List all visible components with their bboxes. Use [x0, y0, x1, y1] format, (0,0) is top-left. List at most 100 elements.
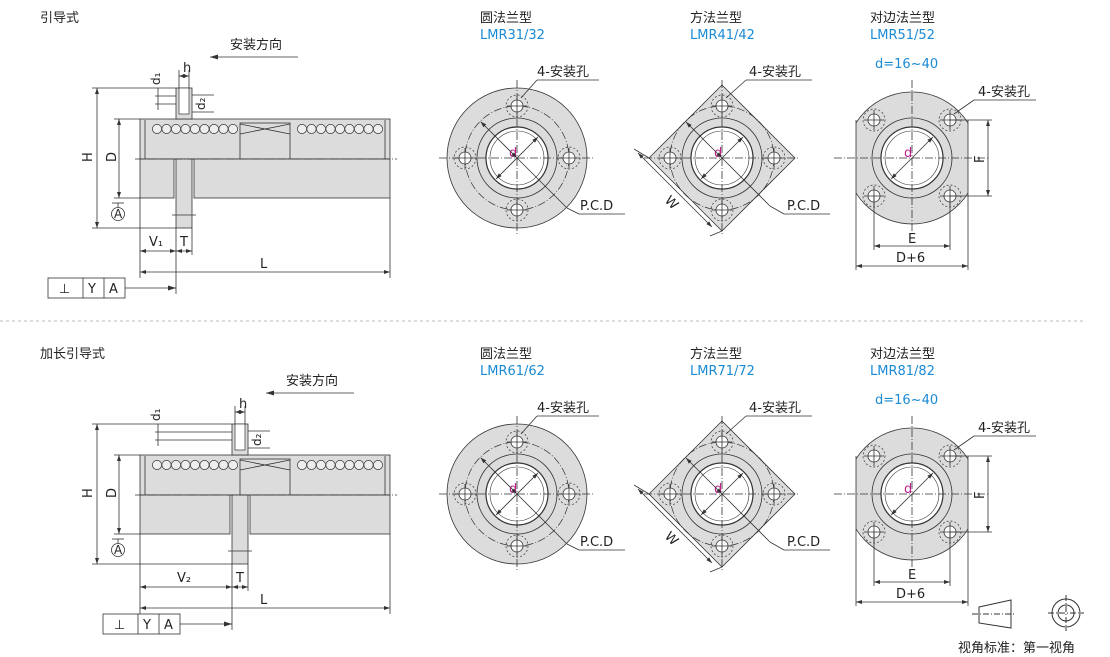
arrowhead: [874, 580, 880, 584]
datum-label: A: [114, 543, 123, 557]
dim-h: [179, 74, 189, 78]
ball: [152, 124, 162, 134]
bushing-body: [139, 158, 175, 199]
retainer: [239, 458, 291, 496]
label-D6: D+6: [896, 587, 925, 602]
line: [953, 435, 975, 451]
bushing-body: [139, 494, 231, 535]
label-d: d: [904, 482, 912, 497]
arrowhead: [686, 458, 692, 464]
dim-D6: [856, 600, 968, 604]
arrowhead: [891, 509, 897, 515]
dimension-line: [637, 488, 713, 564]
install-direction-arrow-icon: [210, 54, 298, 60]
arrowhead: [384, 606, 390, 610]
line: [520, 415, 538, 435]
arrowhead: [532, 473, 538, 479]
dimension-line: [480, 457, 518, 495]
ball: [325, 460, 336, 470]
line: [953, 99, 975, 115]
pcd-label: P.C.D: [580, 199, 613, 214]
ball: [161, 460, 172, 470]
label-L: L: [260, 593, 268, 608]
view-standard-label: 视角标准：第一视角: [958, 641, 1075, 656]
flange-type-title: 圆法兰型: [480, 347, 532, 362]
model-number: LMR81/82: [870, 364, 935, 379]
arrowhead: [384, 270, 390, 274]
label-D: D: [105, 488, 120, 498]
dim-W: [637, 488, 713, 564]
line: [721, 493, 771, 543]
model-number: LMR31/32: [480, 28, 545, 43]
ball: [306, 460, 317, 470]
arrowhead: [511, 152, 517, 158]
ball: [180, 460, 191, 470]
line: [709, 230, 723, 237]
arrowhead: [686, 122, 692, 128]
line: [633, 484, 650, 495]
label-E: E: [908, 232, 916, 247]
arrowhead: [706, 221, 712, 227]
label-H: H: [81, 488, 96, 498]
mounting-hole-label: 4-安装孔: [978, 421, 1030, 436]
line: [520, 79, 538, 99]
ball: [161, 124, 172, 134]
mounting-hole: [453, 482, 477, 506]
ball: [306, 124, 317, 134]
flange: [231, 494, 249, 565]
arrowhead: [701, 173, 707, 179]
bore-range-label: d=16~40: [875, 57, 938, 72]
dim-pcd: [480, 121, 518, 159]
datum-label: A: [114, 207, 123, 221]
arrowhead: [496, 173, 502, 179]
label-F: F: [973, 492, 988, 499]
label-d2: d₂: [194, 97, 208, 110]
arrowhead: [532, 137, 538, 143]
flange-type-title: 方法兰型: [690, 346, 742, 362]
tolerance-cell: Y: [87, 282, 96, 297]
line: [725, 79, 747, 99]
line: [633, 148, 650, 159]
label-V: V₁: [149, 235, 163, 250]
label-W: W: [661, 529, 681, 549]
ball: [373, 460, 383, 470]
mounting-hole: [453, 146, 477, 170]
mounting-hole: [557, 482, 581, 506]
dimension-line: [890, 472, 934, 516]
bore-range-label: d=16~40: [875, 393, 938, 408]
ball: [344, 460, 355, 470]
ball: [363, 460, 374, 470]
arrowhead: [183, 74, 189, 78]
arrowhead: [891, 173, 897, 179]
cone-projection-icon: [978, 599, 1012, 629]
arrowhead: [944, 244, 950, 248]
arrowhead: [496, 509, 502, 515]
label-D: D: [105, 152, 120, 162]
datum-A-symbol: [111, 207, 125, 221]
ball: [152, 460, 162, 470]
flange: [175, 158, 193, 229]
dim-F: [986, 456, 990, 532]
mounting-hole: [557, 146, 581, 170]
line: [566, 543, 580, 551]
dim-W: [637, 152, 713, 228]
mounting-hole-label: 4-安装孔: [749, 401, 801, 416]
flange-type-title: 圆法兰型: [480, 11, 532, 26]
dim-D: [117, 119, 121, 198]
arrowhead: [927, 473, 933, 479]
ball: [199, 124, 210, 134]
mounting-hole: [505, 94, 529, 118]
mounting-hole: [862, 444, 886, 468]
ball: [335, 460, 345, 470]
arrowhead: [638, 153, 644, 159]
arrowhead: [266, 390, 274, 396]
line: [516, 157, 568, 209]
ball: [209, 460, 219, 470]
dimension-line: [637, 152, 713, 228]
model-number: LMR41/42: [690, 28, 755, 43]
ball: [171, 460, 181, 470]
ball: [228, 460, 238, 470]
arrowhead: [224, 621, 232, 627]
